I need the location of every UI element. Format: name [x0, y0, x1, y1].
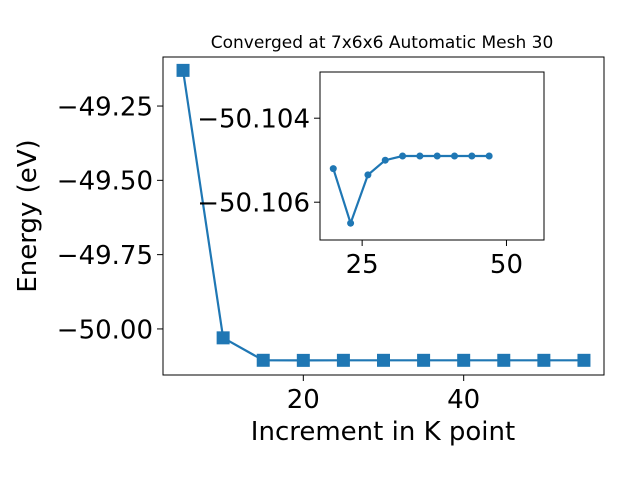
main-data-point: [176, 63, 190, 77]
inset-plot: 25 50 −50.106 −50.104: [197, 71, 545, 280]
inset-data-point: [399, 152, 407, 160]
inset-y-tick-label: −50.106: [197, 189, 310, 219]
main-data-point: [497, 353, 511, 367]
main-y-tick-label: −49.75: [57, 241, 153, 271]
inset-data-point: [329, 165, 337, 173]
main-data-point: [577, 353, 591, 367]
y-axis-label: Energy (eV): [13, 139, 43, 292]
inset-data-point: [451, 152, 459, 160]
main-data-point: [377, 353, 390, 367]
main-data-point: [216, 331, 230, 345]
inset-data-point: [364, 171, 372, 179]
main-y-tick-label: −50.00: [57, 315, 153, 345]
inset-data-point: [433, 152, 441, 160]
chart-title: Converged at 7x6x6 Automatic Mesh 30: [211, 33, 554, 53]
main-data-point: [537, 353, 551, 367]
main-data-point: [417, 353, 431, 367]
inset-x-tick-label: 50: [490, 250, 523, 280]
main-axes-frame: [162, 56, 605, 376]
inset-data-point: [416, 152, 424, 160]
main-x-tick-label: 20: [287, 385, 320, 415]
main-data-point: [256, 353, 270, 367]
inset-data-point: [347, 219, 355, 227]
main-x-tick-label: 40: [447, 385, 480, 415]
main-y-tick-label: −49.25: [57, 92, 153, 122]
main-data-point: [457, 353, 471, 367]
main-y-tick-label: −49.50: [57, 167, 153, 197]
inset-x-tick-label: 25: [346, 250, 379, 280]
inset-data-point: [468, 152, 476, 160]
main-data-point: [296, 353, 310, 367]
main-data-point: [336, 353, 350, 367]
main-plot: 20 40 −49.25 −49.50 −49.75 −50.00: [57, 56, 605, 415]
inset-y-tick-label: −50.104: [197, 105, 310, 135]
x-axis-label: Increment in K point: [251, 417, 515, 447]
inset-series-line: [332, 154, 490, 227]
inset-data-point: [381, 156, 389, 164]
inset-data-point: [485, 152, 493, 160]
